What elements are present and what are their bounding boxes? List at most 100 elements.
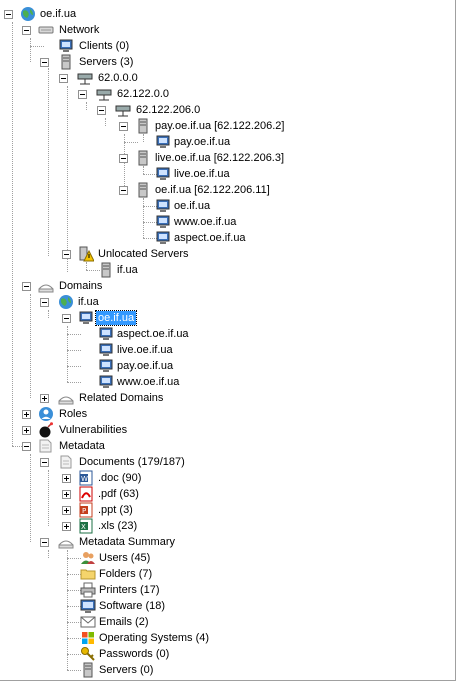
- collapse-toggle[interactable]: [119, 186, 128, 195]
- globe-icon: [58, 294, 74, 310]
- expand-toggle[interactable]: [22, 410, 31, 419]
- roles-icon: [38, 406, 54, 422]
- tree-line: [67, 638, 81, 639]
- tree-line: [12, 446, 26, 447]
- tree-line: [30, 454, 31, 542]
- tree-line: [143, 134, 144, 142]
- tree-line: [67, 382, 81, 383]
- tree-item-label: live.oe.if.ua: [174, 168, 230, 180]
- summary-icon: [58, 534, 74, 550]
- domains-icon: [38, 278, 54, 294]
- tree-item-label: oe.if.ua [62.122.206.11]: [155, 184, 270, 196]
- tree-line: [67, 654, 81, 655]
- printer-icon: [80, 582, 96, 598]
- tree-line: [143, 174, 157, 175]
- tree-item-label: Operating Systems (4): [99, 632, 210, 644]
- tree-line: [67, 366, 81, 367]
- network-icon: [38, 22, 54, 38]
- computer-icon: [98, 342, 114, 358]
- server-icon: [98, 262, 114, 278]
- tree-item-label: Documents (179/187): [79, 456, 185, 468]
- collapse-toggle[interactable]: [119, 122, 128, 131]
- server-icon: [80, 662, 96, 678]
- collapse-toggle[interactable]: [22, 442, 31, 451]
- expand-toggle[interactable]: [62, 490, 71, 499]
- tree-line: [143, 166, 144, 174]
- collapse-toggle[interactable]: [97, 106, 106, 115]
- tree-item-label: oe.if.ua: [40, 8, 77, 20]
- globe-icon: [20, 6, 36, 22]
- tree-line: [48, 470, 49, 526]
- tree-item-label: if.ua: [78, 296, 99, 308]
- collapse-toggle[interactable]: [59, 74, 68, 83]
- tree-item-label: Folders (7): [99, 568, 153, 580]
- collapse-toggle[interactable]: [40, 458, 49, 467]
- server-icon: [135, 150, 151, 166]
- expand-toggle[interactable]: [40, 394, 49, 403]
- tree-line: [30, 38, 31, 62]
- tree-line: [86, 102, 87, 110]
- tree-item-label: Passwords (0): [99, 648, 170, 660]
- collapse-toggle[interactable]: [62, 314, 71, 323]
- tree-line: [48, 550, 49, 558]
- collapse-toggle[interactable]: [4, 10, 13, 19]
- collapse-toggle[interactable]: [22, 282, 31, 291]
- tree-item-label: Vulnerabilities: [59, 424, 128, 436]
- folder-icon: [80, 566, 96, 582]
- tree-item-label: 62.122.0.0: [117, 88, 169, 100]
- expand-toggle[interactable]: [22, 426, 31, 435]
- tree-item-label: pay.oe.if.ua [62.122.206.2]: [155, 120, 285, 132]
- expand-toggle[interactable]: [62, 522, 71, 531]
- tree-item-label: Servers (3): [79, 56, 134, 68]
- tree-line: [30, 294, 31, 398]
- software-icon: [80, 598, 96, 614]
- collapse-toggle[interactable]: [22, 26, 31, 35]
- tree-line: [86, 262, 87, 270]
- tree-line: [143, 206, 157, 207]
- users-icon: [80, 550, 96, 566]
- tree-item-label: .ppt (3): [98, 504, 133, 516]
- collapse-toggle[interactable]: [119, 154, 128, 163]
- tree-line: [67, 334, 81, 335]
- tree-line: [67, 558, 81, 559]
- tree-line: [67, 326, 68, 382]
- expand-toggle[interactable]: [62, 474, 71, 483]
- expand-toggle[interactable]: [62, 506, 71, 515]
- domains-icon: [58, 390, 74, 406]
- svg-text:P: P: [82, 507, 86, 515]
- computer-icon: [98, 374, 114, 390]
- tree-line: [48, 310, 49, 318]
- tree-item-label: aspect.oe.if.ua: [117, 328, 189, 340]
- collapse-toggle[interactable]: [78, 90, 87, 99]
- tree-item-label: if.ua: [117, 264, 138, 276]
- collapse-toggle[interactable]: [40, 58, 49, 67]
- computer-icon: [98, 326, 114, 342]
- tree-item-label: pay.oe.if.ua: [174, 136, 231, 148]
- server-icon: [135, 182, 151, 198]
- tree-item-label: live.oe.if.ua [62.122.206.3]: [155, 152, 285, 164]
- tree-item-label-selected: oe.if.ua: [94, 310, 138, 326]
- collapse-toggle[interactable]: [40, 538, 49, 547]
- tree-line: [67, 606, 81, 607]
- computer-icon: [155, 166, 171, 182]
- tree-line: [67, 550, 68, 670]
- subnet-icon: [77, 70, 93, 86]
- tree-line: [143, 198, 144, 238]
- tree-line: [67, 574, 81, 575]
- collapse-toggle[interactable]: [62, 250, 71, 259]
- collapse-toggle[interactable]: [40, 298, 49, 307]
- pdf-icon: [78, 486, 94, 502]
- computer-icon: [155, 134, 171, 150]
- warning-server-icon: [78, 246, 95, 262]
- tree-line: [67, 590, 81, 591]
- tree-line: [124, 142, 138, 143]
- tree-item-label: Emails (2): [99, 616, 149, 628]
- tree-line: [67, 350, 81, 351]
- tree-item-label: Metadata: [59, 440, 105, 452]
- word-icon: W: [78, 470, 94, 486]
- tree-item-label: www.oe.if.ua: [174, 216, 237, 228]
- tree-item-label: 62.0.0.0: [98, 72, 138, 84]
- tree-line: [143, 238, 157, 239]
- computer-icon: [98, 358, 114, 374]
